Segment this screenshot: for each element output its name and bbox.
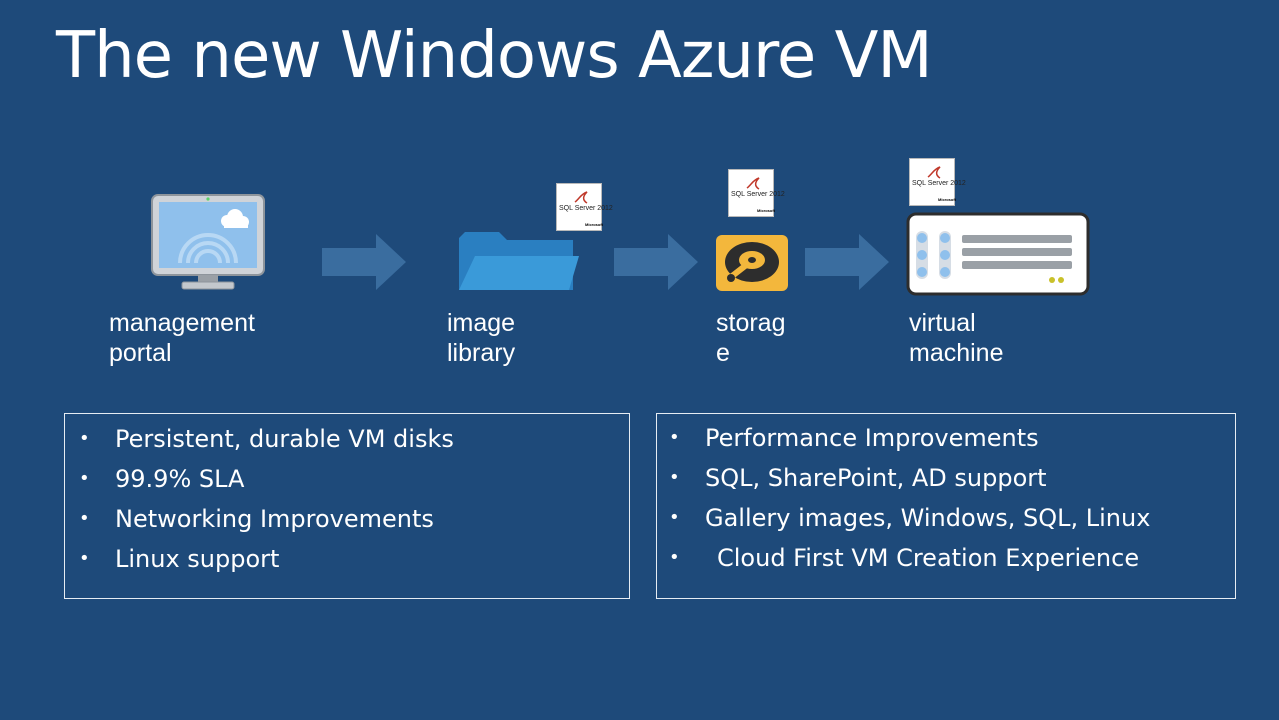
list-item: •Linux support	[79, 545, 280, 573]
list-item: •Networking Improvements	[79, 505, 434, 533]
step-label-virtual-machine: virtual machine	[909, 309, 1004, 367]
features-box-right: •Performance Improvements •SQL, SharePoi…	[656, 413, 1236, 599]
hard-disk-icon	[716, 235, 788, 291]
arrow-right-icon	[614, 234, 698, 290]
list-item: •Performance Improvements	[669, 424, 1039, 452]
sql-server-badge: SQL Server 2012 Microsoft	[909, 158, 966, 206]
sql-server-logo-icon	[746, 177, 760, 190]
sql-server-logo-icon	[927, 166, 941, 179]
sql-server-badge: SQL Server 2012 Microsoft	[728, 169, 785, 217]
list-item: •Persistent, durable VM disks	[79, 425, 454, 453]
sql-server-logo-icon	[574, 191, 588, 204]
folder-icon	[459, 232, 579, 290]
list-item: •Cloud First VM Creation Experience	[669, 544, 1140, 572]
server-icon	[906, 212, 1090, 296]
sql-server-badge: SQL Server 2012 Microsoft	[556, 183, 613, 231]
step-label-storage: storag e	[716, 309, 786, 367]
list-item: •99.9% SLA	[79, 465, 245, 493]
monitor-icon	[151, 194, 265, 290]
slide-title: The new Windows Azure VM	[56, 19, 933, 93]
step-label-image-library: image library	[447, 309, 516, 367]
list-item: •SQL, SharePoint, AD support	[669, 464, 1047, 492]
list-item: •Gallery images, Windows, SQL, Linux	[669, 504, 1151, 532]
features-box-left: •Persistent, durable VM disks •99.9% SLA…	[64, 413, 630, 599]
arrow-right-icon	[322, 234, 406, 290]
arrow-right-icon	[805, 234, 889, 290]
step-label-management-portal: management portal	[109, 309, 255, 367]
